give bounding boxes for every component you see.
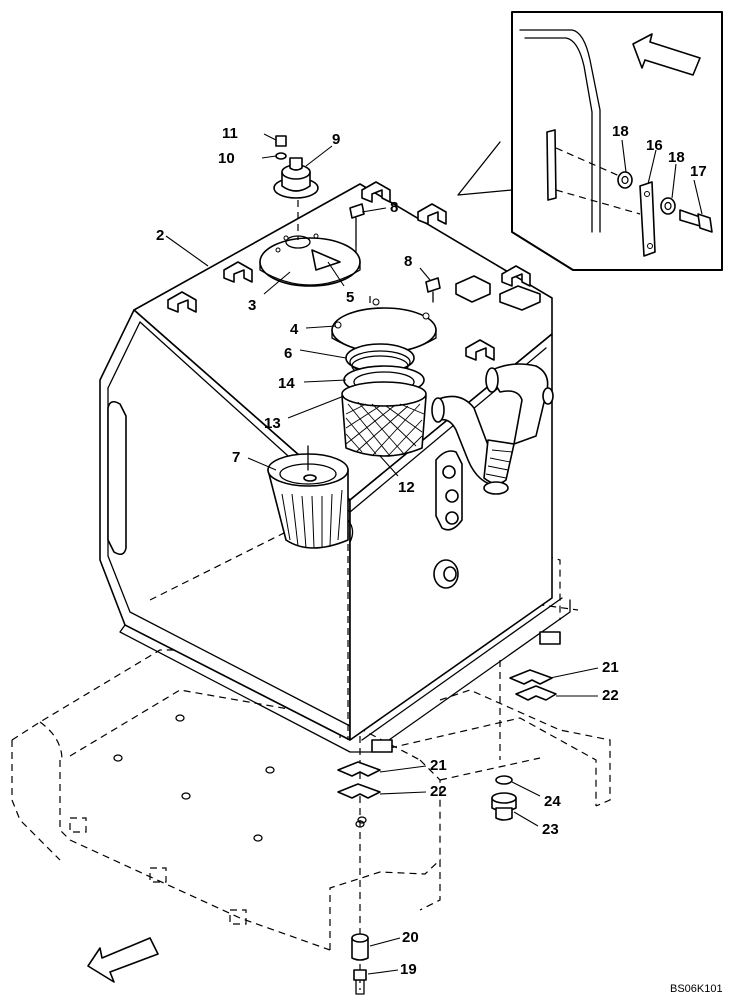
bolt-8-right: [425, 277, 441, 303]
callout-3: 3: [248, 297, 256, 314]
washer-10: [275, 152, 287, 160]
callout-22-right: 22: [602, 687, 619, 704]
callout-23: 23: [542, 821, 559, 838]
callout-19: 19: [400, 961, 417, 978]
leader-lines: [165, 133, 703, 975]
bolt-17: [679, 209, 701, 227]
callout-12: 12: [398, 479, 415, 496]
drawing-code: BS06K101: [670, 983, 723, 995]
callout-21-center: 21: [430, 757, 447, 774]
cover-3-assembly: [259, 135, 365, 287]
detail-inset: [457, 11, 723, 271]
drain-plug-23-24: [491, 775, 517, 821]
top-brackets: [167, 181, 541, 361]
callout-5: 5: [346, 289, 354, 306]
callout-18-left: 18: [612, 123, 629, 140]
callout-16: 16: [646, 137, 663, 154]
callout-6: 6: [284, 345, 292, 362]
shims-21-22: [337, 669, 557, 824]
callout-21-right: 21: [602, 659, 619, 676]
callout-4: 4: [290, 321, 299, 338]
callout-24: 24: [544, 793, 561, 810]
callout-11: 11: [222, 125, 238, 142]
front-direction-arrow-icon: [87, 937, 159, 983]
spacer-20-bolt-19: [351, 933, 369, 995]
gauge-slot: [546, 129, 557, 201]
callout-18-right: 18: [668, 149, 685, 166]
return-pipes: [431, 363, 554, 589]
callout-10: 10: [218, 150, 235, 167]
callout-9: 9: [332, 131, 340, 148]
gasket-5: [311, 249, 341, 271]
screw-11: [275, 135, 287, 147]
callout-8-right: 8: [404, 253, 412, 270]
callout-22-center: 22: [430, 783, 447, 800]
tank-right-face: [349, 333, 553, 741]
callout-labels: 11 10 9 8 2 8 3 5 4 6 14 13 7 12 18 16 1…: [156, 123, 723, 995]
callout-20: 20: [402, 929, 419, 946]
callout-17: 17: [690, 163, 707, 180]
cover-3: [259, 237, 361, 287]
bolt-8-upper: [349, 203, 365, 219]
callout-14: 14: [278, 375, 295, 392]
callout-2: 2: [156, 227, 164, 244]
direction-arrow-icon: [632, 33, 701, 76]
filter-assembly: [331, 296, 437, 457]
callout-7: 7: [232, 449, 240, 466]
callout-8-upper: 8: [390, 199, 398, 216]
callout-13: 13: [264, 415, 281, 432]
suction-strainer-7: [267, 445, 354, 549]
inset-pointer: [457, 141, 513, 196]
